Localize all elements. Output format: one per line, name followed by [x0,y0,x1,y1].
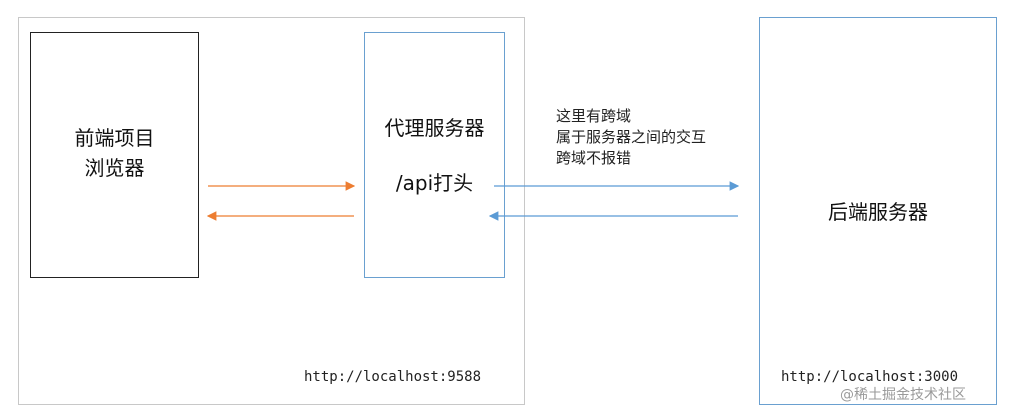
backend-server-box [759,17,997,405]
frontend-title: 前端项目 浏览器 [74,126,155,180]
note-line: 这里有跨域 [556,107,632,125]
note-line: 属于服务器之间的交互 [556,128,707,146]
proxy-subtitle: /api打头 [395,171,474,195]
backend-title: 后端服务器 [828,200,928,224]
proxy-host-frame [18,17,525,405]
watermark: @稀土掘金技术社区 [840,387,966,403]
cross-origin-note: 这里有跨域 属于服务器之间的交互 跨域不报错 [556,106,706,169]
proxy-server-box [364,32,505,278]
note-line: 跨域不报错 [556,149,632,167]
proxy-url: http://localhost:9588 [304,369,482,385]
frontend-box [30,32,199,278]
proxy-title: 代理服务器 [384,116,485,140]
backend-url: http://localhost:3000 [781,369,959,385]
